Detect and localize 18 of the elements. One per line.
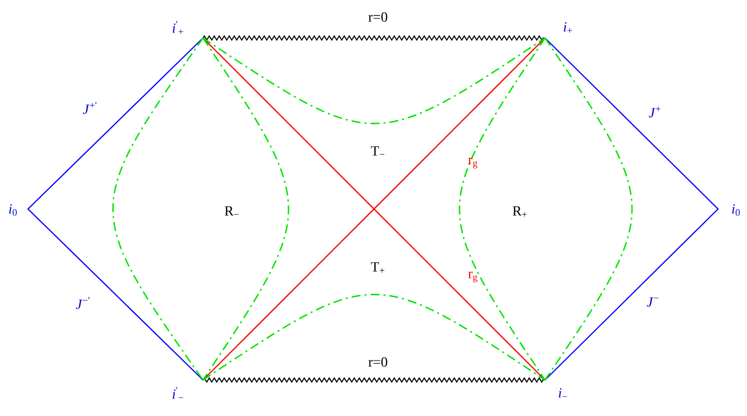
horizon-label: r$_{g}$ <box>468 272 478 282</box>
point-label: i$_{0}$ <box>732 204 740 216</box>
boundary-label: J$^{−}$ <box>646 297 658 307</box>
horizon-label: r$_{g}$ <box>468 158 478 168</box>
point-label: i$_{−}$ <box>558 388 567 398</box>
region-label: R$_{+}$ <box>512 206 527 217</box>
point-label: i$^{'}$+ <box>172 21 184 34</box>
boundary-label: J$^{+'}$ <box>82 102 96 114</box>
point-label: i$_{0}$ <box>9 204 17 216</box>
boundary-label: J$^{+}$ <box>648 106 660 118</box>
singularity-label: r=0 <box>368 12 388 22</box>
point-label: i$^{'}$− <box>172 387 184 399</box>
region-label: T$_{+}$ <box>370 262 384 273</box>
boundary-label: J$^{−'}$ <box>76 297 90 309</box>
singularity-label: r=0 <box>368 357 388 367</box>
region-label: R$_{−}$ <box>224 206 239 216</box>
region-label: T$_{−}$ <box>370 146 384 156</box>
point-label: i$_{+}$ <box>564 22 572 33</box>
